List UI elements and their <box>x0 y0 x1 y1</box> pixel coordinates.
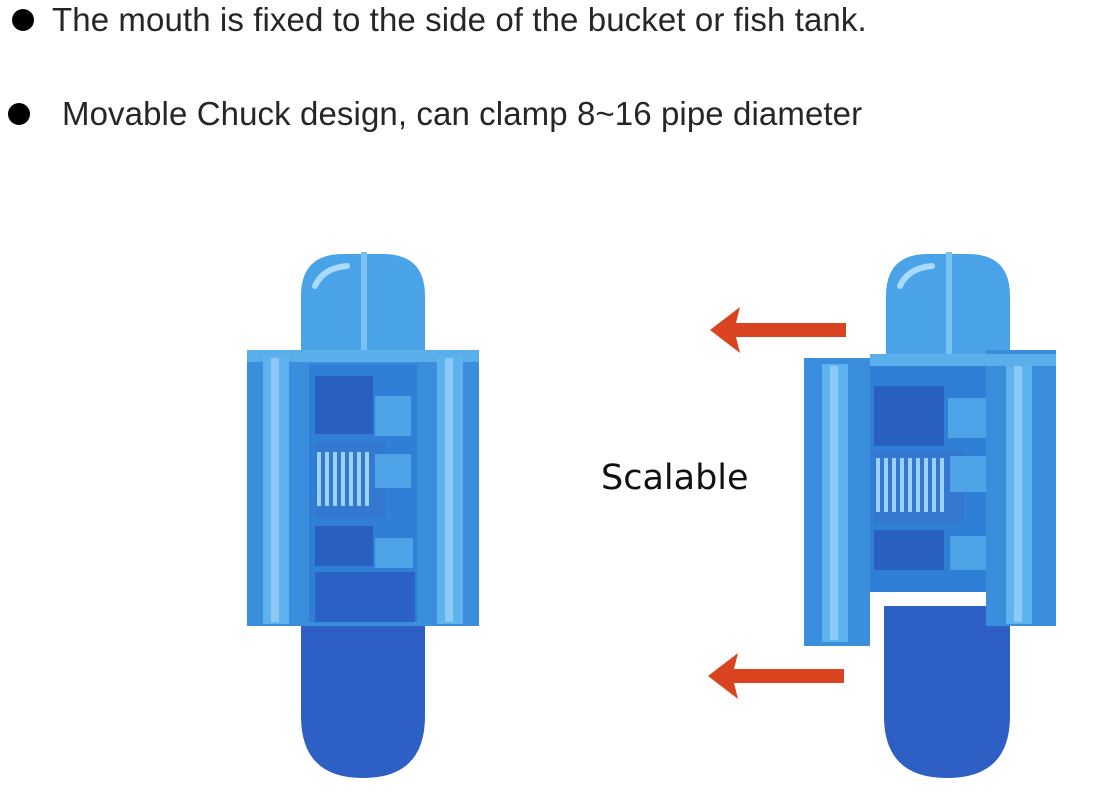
clamp-extended-illustration <box>804 252 1056 778</box>
bullet-item-2: Movable Chuck design, can clamp 8~16 pip… <box>0 92 862 136</box>
bullet-text-2: Movable Chuck design, can clamp 8~16 pip… <box>62 95 863 132</box>
clamp-closed-illustration <box>247 252 479 778</box>
arrow-left-icon <box>708 653 844 699</box>
scalable-label: Scalable <box>601 458 749 498</box>
bullet-dot-icon <box>12 9 34 31</box>
arrow-left-icon <box>710 307 846 353</box>
bullet-item-1: The mouth is fixed to the side of the bu… <box>0 0 867 40</box>
bullet-dot-icon <box>8 103 30 125</box>
bullet-text-1: The mouth is fixed to the side of the bu… <box>52 1 867 38</box>
